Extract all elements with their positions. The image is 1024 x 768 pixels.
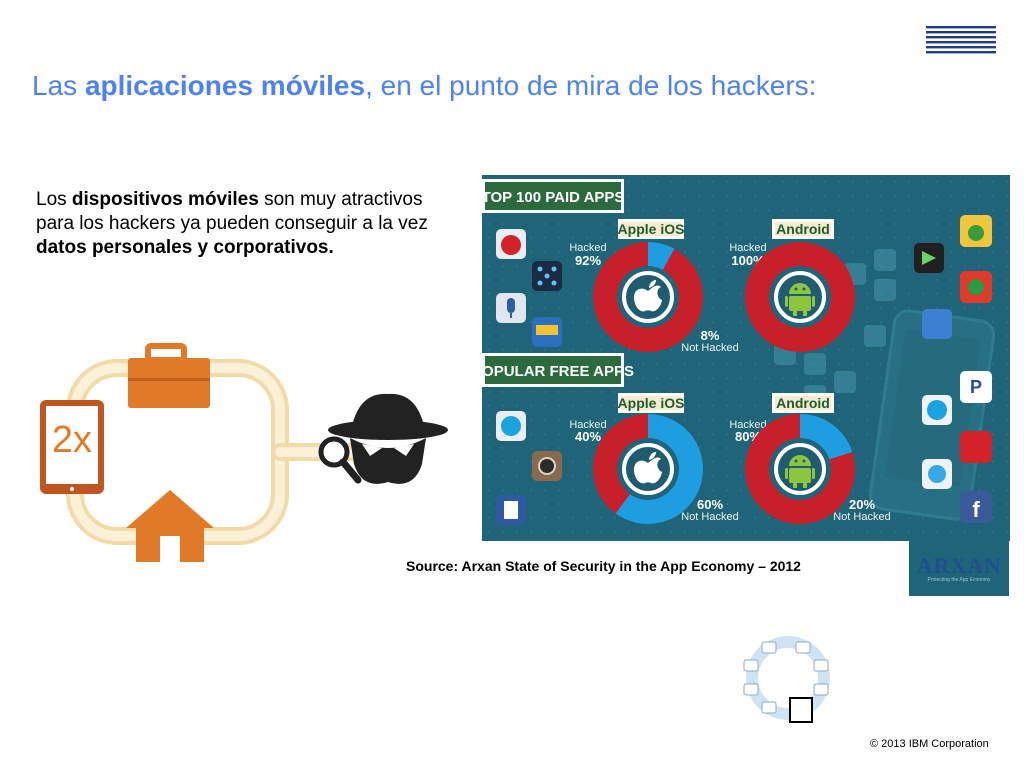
paid-android-donut <box>745 242 855 352</box>
hacker-icon <box>318 393 448 484</box>
free-ios-label: Apple iOS <box>618 395 685 411</box>
free-ios-donut <box>593 414 703 524</box>
switchkey-app-icon <box>914 243 944 273</box>
donut-hacked-segment <box>593 414 649 514</box>
free-android-label: Android <box>776 395 830 411</box>
free-ios-hacked-label: Hacked <box>569 419 606 431</box>
connection-loop <box>66 359 369 545</box>
ring-selected-icon <box>789 697 813 723</box>
ibm-logo-text: IBM <box>927 24 995 56</box>
skype-app-icon <box>496 411 526 441</box>
mobile-ring-diagram <box>743 636 830 723</box>
tablet-icon: 2x <box>40 400 104 494</box>
free-android-hacked-label: Hacked <box>729 419 766 431</box>
arxan-logo-tagline: Protecting the App Economy <box>927 577 991 583</box>
free-ios-not-label: Not Hacked <box>681 511 738 523</box>
bw-app-icon <box>922 309 952 339</box>
infographic-graphic: TOP 100 PAID APPS Apple iOS Hacked 92% 8… <box>482 175 1010 541</box>
game-app-icon <box>532 261 562 291</box>
copyright-footer: © 2013 IBM Corporation <box>870 738 989 750</box>
donut-not-hacked-segment <box>615 414 703 524</box>
svg-text:P: P <box>970 377 982 397</box>
youtube-app-icon <box>960 431 992 463</box>
ibm-logo: IBM <box>926 24 996 56</box>
paid-right-app-icons <box>914 215 992 339</box>
skype-right-app-icon <box>922 395 952 425</box>
paid-ios-label: Apple iOS <box>618 221 685 237</box>
free-right-app-icons: P f <box>922 371 992 523</box>
paid-ios-not-pct: 8% <box>701 328 720 343</box>
page-title: Las aplicaciones móviles, en el punto de… <box>32 70 817 101</box>
android-icon <box>785 283 815 316</box>
ring-icons <box>743 641 829 714</box>
twitter-app-icon <box>922 459 952 489</box>
free-android-donut <box>745 414 855 524</box>
free-android-not-pct: 20% <box>849 497 875 512</box>
briefcase-icon <box>128 343 210 408</box>
threat-illustration: 2x <box>40 343 448 562</box>
instagram-app-icon <box>532 451 562 481</box>
paid-android-hacked-label: Hacked <box>729 242 766 254</box>
angry-birds-app-icon <box>496 229 526 259</box>
free-ios-hacked-pct: 40% <box>575 429 601 444</box>
arxan-logo: ARXAN Protecting the App Economy <box>909 541 1009 596</box>
paypal-app-icon: P <box>960 371 992 403</box>
body-paragraph: Los dispositivos móviles son muy atracti… <box>36 189 428 258</box>
donut-hacked-segment <box>593 242 703 352</box>
svg-text:f: f <box>972 497 980 522</box>
donut-hacked-segment <box>745 242 855 352</box>
hacked-apps-infographic: TOP 100 PAID APPS Apple iOS Hacked 92% 8… <box>482 175 1010 541</box>
free-app-icons <box>496 411 562 525</box>
paid-ios-hacked-pct: 92% <box>575 253 601 268</box>
game-right-app-icon <box>960 215 992 247</box>
free-ios-not-pct: 60% <box>697 497 723 512</box>
paid-android-label: Android <box>776 221 830 237</box>
pro-app-icon <box>960 271 992 303</box>
apple-icon <box>633 452 662 484</box>
donut-hacked-segment <box>745 414 855 524</box>
pandora-app-icon <box>496 495 526 525</box>
paid-ios-hacked-label: Hacked <box>569 242 606 254</box>
android-icon <box>785 455 815 488</box>
free-android-not-label: Not Hacked <box>833 511 890 523</box>
facebook-app-icon: f <box>960 491 992 523</box>
voice-app-icon <box>496 293 526 323</box>
paid-banner: TOP 100 PAID APPS <box>482 189 624 206</box>
motionx-app-icon <box>532 317 562 347</box>
free-banner: POPULAR FREE APPS <box>482 363 634 380</box>
paid-app-icons <box>496 229 562 347</box>
tablet-label: 2x <box>52 419 92 461</box>
paid-ios-not-label: Not Hacked <box>681 342 738 354</box>
arxan-logo-name: ARXAN <box>916 553 1002 578</box>
donut-not-hacked-segment <box>647 242 675 271</box>
source-caption: Source: Arxan State of Security in the A… <box>406 558 801 574</box>
apple-icon <box>633 280 662 312</box>
house-icon <box>126 490 214 562</box>
paid-ios-donut <box>593 242 703 352</box>
donut-not-hacked-segment <box>799 414 853 461</box>
